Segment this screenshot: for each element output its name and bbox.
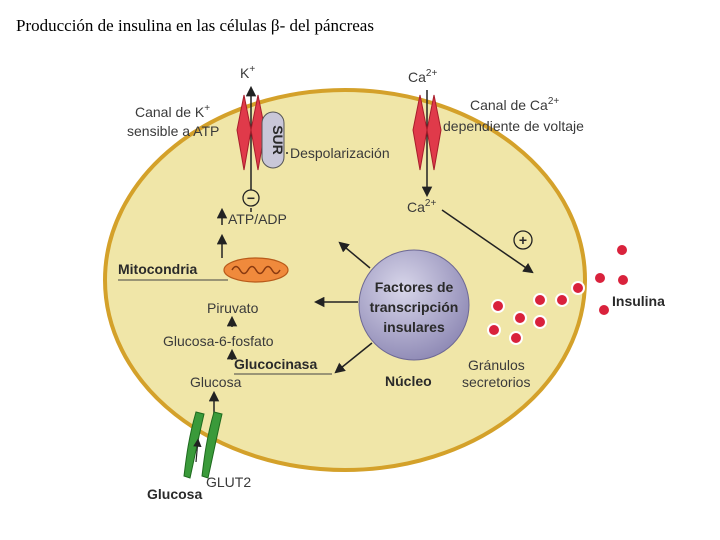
- glucokinase-label: Glucocinasa: [234, 356, 317, 372]
- mitochondria-label: Mitocondria: [118, 261, 198, 277]
- plus-sign: +: [519, 232, 527, 248]
- secretory-granules: [487, 281, 585, 345]
- nucleus-text-1: Factores de: [375, 279, 454, 295]
- nucleus-arrow-down: [334, 342, 373, 374]
- sur-label: SUR: [270, 125, 286, 155]
- cell-membrane: [103, 88, 587, 472]
- g6p-label: Glucosa-6-fosfato: [163, 333, 274, 349]
- released-insulin: [595, 245, 628, 315]
- ca-inner-label: Ca2+: [407, 198, 436, 215]
- k-ion-label: K+: [240, 64, 255, 81]
- atp-adp-label: ATP/ADP: [228, 211, 287, 227]
- minus-sign: −: [247, 190, 255, 206]
- granules-label-1: Gránulos: [468, 357, 525, 373]
- stimulation-marker: +: [513, 230, 533, 250]
- nucleus-text-2: transcripción: [370, 299, 459, 315]
- ca-channel-label-2: dependiente de voltaje: [443, 118, 584, 134]
- nucleus: Factores de transcripción insulares: [358, 249, 470, 361]
- ca-granule-arrow: [441, 209, 534, 274]
- glucose-inner-label: Glucosa: [190, 374, 242, 390]
- page-title: Producción de insulina en las células β-…: [16, 16, 374, 35]
- nucleus-label: Núcleo: [385, 373, 432, 389]
- nucleus-arrow-up: [338, 241, 371, 269]
- ca-channel: [412, 94, 442, 171]
- pyruvate-label: Piruvato: [207, 300, 259, 316]
- ca-channel-label-1: Canal de Ca2+: [470, 96, 559, 113]
- insulin-label: Insulina: [612, 293, 665, 309]
- glucose-outer-label: Glucosa: [147, 486, 202, 502]
- k-channel-label-1: Canal de K+: [135, 103, 210, 120]
- glut2-label: GLUT2: [206, 474, 251, 490]
- mitochondria: [223, 257, 289, 283]
- inhibition-marker: −: [242, 189, 260, 207]
- depolarization-text: Despolarización: [290, 145, 390, 161]
- nucleus-text-3: insulares: [383, 319, 445, 335]
- ca-ion-label: Ca2+: [408, 68, 437, 85]
- granules-label-2: secretorios: [462, 374, 530, 390]
- sur-receptor: SUR: [261, 111, 286, 169]
- k-channel-label-2: sensible a ATP: [127, 123, 219, 139]
